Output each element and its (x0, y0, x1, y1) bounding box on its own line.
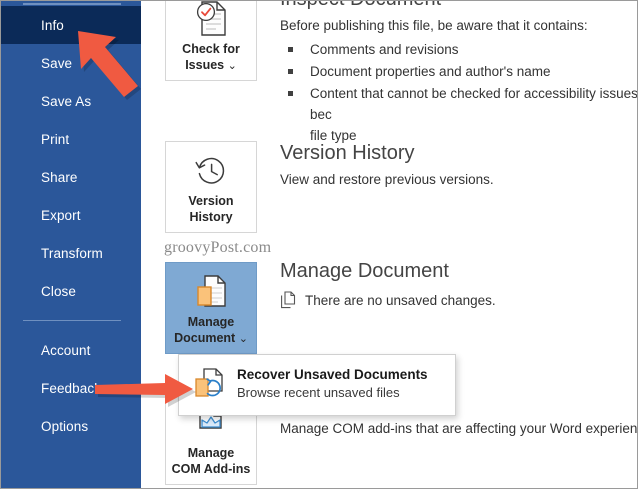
version-history-label: Version History (188, 194, 234, 224)
sidebar-item-save-as[interactable]: Save As (1, 82, 141, 120)
sidebar-item-close[interactable]: Close (1, 272, 141, 310)
version-history-button[interactable]: Version History (165, 141, 257, 233)
document-check-icon (194, 1, 228, 39)
sidebar-item-info[interactable]: Info (1, 6, 141, 44)
list-item: Document properties and author's name (280, 61, 637, 82)
sidebar-item-label: Info (41, 17, 64, 33)
check-for-issues-label: Check for Issues ⌄ (182, 42, 240, 72)
sidebar-item-label: Save As (41, 93, 92, 109)
inspect-document-section: Inspect Document Before publishing this … (280, 1, 637, 146)
menu-item-subtitle: Browse recent unsaved files (237, 385, 400, 400)
sidebar-item-label: Account (41, 342, 91, 358)
sidebar-item-account[interactable]: Account (1, 331, 141, 369)
manage-document-dropdown[interactable]: Recover Unsaved Documents Browse recent … (178, 354, 456, 416)
manage-document-status: There are no unsaved changes. (305, 293, 496, 308)
inspect-document-intro: Before publishing this file, be aware th… (280, 18, 588, 33)
sidebar-item-label: Close (41, 283, 77, 299)
list-item: Comments and revisions (280, 39, 637, 60)
sidebar-item-transform[interactable]: Transform (1, 234, 141, 272)
sidebar-item-label: Print (41, 131, 70, 147)
watermark-groovypost: groovyPost.com (164, 239, 272, 256)
sidebar-item-feedback[interactable]: Feedback (1, 369, 141, 407)
manage-com-addins-label: Manage COM Add-ins (171, 446, 251, 476)
chevron-down-icon: ⌄ (238, 333, 248, 345)
list-item: Content that cannot be checked for acces… (280, 83, 637, 146)
sidebar-item-print[interactable]: Print (1, 120, 141, 158)
chevron-down-icon: ⌄ (227, 60, 237, 72)
manage-document-label: Manage Document ⌄ (174, 315, 248, 345)
clock-history-icon (193, 151, 229, 191)
sidebar-item-label: Transform (41, 245, 103, 261)
backstage-main-pane: Check for Issues ⌄ Inspect Document Befo… (141, 1, 638, 488)
sidebar-item-options[interactable]: Options (1, 407, 141, 445)
version-history-section: Version History View and restore previou… (280, 141, 630, 189)
sidebar-item-label: Feedback (41, 380, 102, 396)
recover-unsaved-documents-icon (193, 367, 227, 406)
menu-item-recover-unsaved-documents[interactable]: Recover Unsaved Documents Browse recent … (179, 355, 455, 406)
version-history-subtitle: View and restore previous versions. (280, 172, 494, 187)
document-restore-icon (194, 272, 228, 312)
manage-document-button[interactable]: Manage Document ⌄ (165, 262, 257, 354)
manage-document-title: Manage Document (280, 260, 449, 282)
menu-item-title: Recover Unsaved Documents (237, 367, 428, 382)
inspect-document-bullets: Comments and revisions Document properti… (280, 39, 637, 146)
inspect-document-title: Inspect Document (280, 1, 637, 11)
sidebar-item-save[interactable]: Save (1, 44, 141, 82)
sidebar-divider (23, 320, 121, 321)
manage-document-section: Manage Document There are no unsaved cha… (280, 259, 630, 314)
copy-pages-icon (280, 291, 296, 314)
sidebar-item-label: Export (41, 207, 81, 223)
sidebar-item-label: Share (41, 169, 78, 185)
com-addins-subtitle: Manage COM add-ins that are affecting yo… (280, 421, 638, 436)
sidebar-item-label: Options (41, 418, 89, 434)
sidebar-item-export[interactable]: Export (1, 196, 141, 234)
sidebar-item-label: Save (41, 55, 73, 71)
version-history-title: Version History (280, 142, 415, 164)
backstage-sidebar: Info Save Save As Print Share Export Tra… (1, 1, 141, 488)
sidebar-item-share[interactable]: Share (1, 158, 141, 196)
sidebar-top-divider (23, 3, 121, 5)
check-for-issues-button[interactable]: Check for Issues ⌄ (165, 1, 257, 81)
